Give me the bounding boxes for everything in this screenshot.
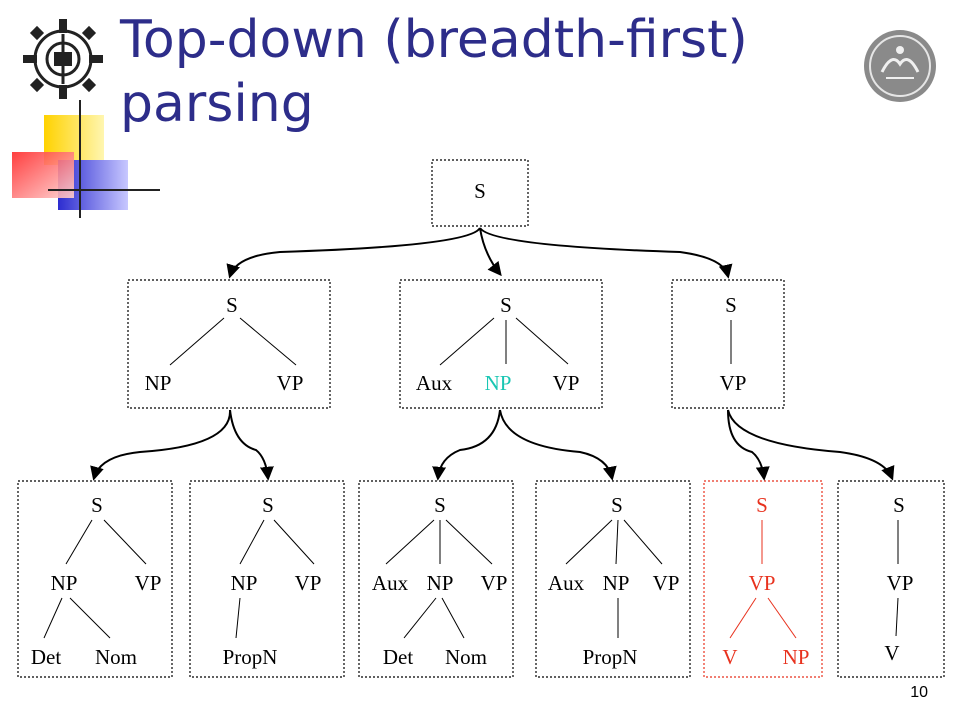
l2-4-propn: PropN — [583, 645, 638, 669]
root-box — [431, 159, 529, 227]
l2-4-np: NP — [603, 571, 630, 595]
l2-6-root: S — [893, 493, 905, 517]
l2-box-3 — [358, 480, 514, 678]
l2-6-v: V — [884, 641, 899, 665]
l2-2-root: S — [262, 493, 274, 517]
l2-3-vp: VP — [481, 571, 508, 595]
l2-3-det: Det — [383, 645, 413, 669]
l2-2-np: NP — [231, 571, 258, 595]
l2-1-root: S — [91, 493, 103, 517]
l2-4-root: S — [611, 493, 623, 517]
l2-1-nom: Nom — [95, 645, 137, 669]
l1-2-aux: Aux — [416, 371, 453, 395]
slide-title: Top-down (breadth-first) parsing — [120, 8, 840, 136]
university-gear-logo-icon — [23, 19, 103, 99]
l1-box-3 — [671, 279, 785, 409]
l1-2-root: S — [500, 293, 512, 317]
l2-box-5 — [703, 480, 823, 678]
l2-1-det: Det — [31, 645, 61, 669]
arrow-l1c-l2-6 — [727, 409, 895, 481]
l2-1-np: NP — [51, 571, 78, 595]
l1-2-vp: VP — [553, 371, 580, 395]
l2-5-np: NP — [783, 645, 810, 669]
l2-2-propn: PropN — [223, 645, 278, 669]
l2-5-root: S — [756, 493, 768, 517]
arrow-root-l1-2 — [479, 227, 502, 277]
l1-1-np: NP — [145, 371, 172, 395]
l2-4-aux: Aux — [548, 571, 585, 595]
l2-6-vp: VP — [887, 571, 914, 595]
l2-box-6 — [837, 480, 945, 678]
l2-4-vp: VP — [653, 571, 680, 595]
l2-box-2 — [189, 480, 345, 678]
arrow-l1a-l2-1 — [90, 409, 232, 481]
page-number: 10 — [910, 684, 928, 701]
l2-box-4 — [535, 480, 691, 678]
l2-2-vp: VP — [295, 571, 322, 595]
l1-1-root: S — [226, 293, 238, 317]
arrow-l1b-l2-3 — [432, 409, 501, 481]
arrow-l1b-l2-4 — [499, 409, 617, 481]
l2-3-aux: Aux — [372, 571, 409, 595]
l1-3-vp: VP — [720, 371, 747, 395]
l2-box-1 — [17, 480, 173, 678]
l2-5-vp: VP — [749, 571, 776, 595]
l1-box-1 — [127, 279, 331, 409]
l2-5-v: V — [722, 645, 737, 669]
arrow-root-l1-1 — [226, 227, 481, 279]
arrow-l1a-l2-2 — [229, 409, 274, 481]
root-label: S — [474, 179, 486, 203]
l2-3-root: S — [434, 493, 446, 517]
l2-3-np: NP — [427, 571, 454, 595]
arrow-root-l1-3 — [479, 227, 733, 279]
l2-1-vp: VP — [135, 571, 162, 595]
l1-box-2 — [399, 279, 603, 409]
university-seal-logo-icon — [864, 30, 936, 102]
title-line-2: parsing — [120, 74, 314, 134]
title-line-1: Top-down (breadth-first) — [120, 10, 748, 70]
l1-1-vp: VP — [277, 371, 304, 395]
l2-3-nom: Nom — [445, 645, 487, 669]
decorative-squares-icon — [12, 100, 160, 218]
arrow-l1c-l2-5 — [727, 409, 770, 481]
l1-2-np: NP — [485, 371, 512, 395]
l1-3-root: S — [725, 293, 737, 317]
